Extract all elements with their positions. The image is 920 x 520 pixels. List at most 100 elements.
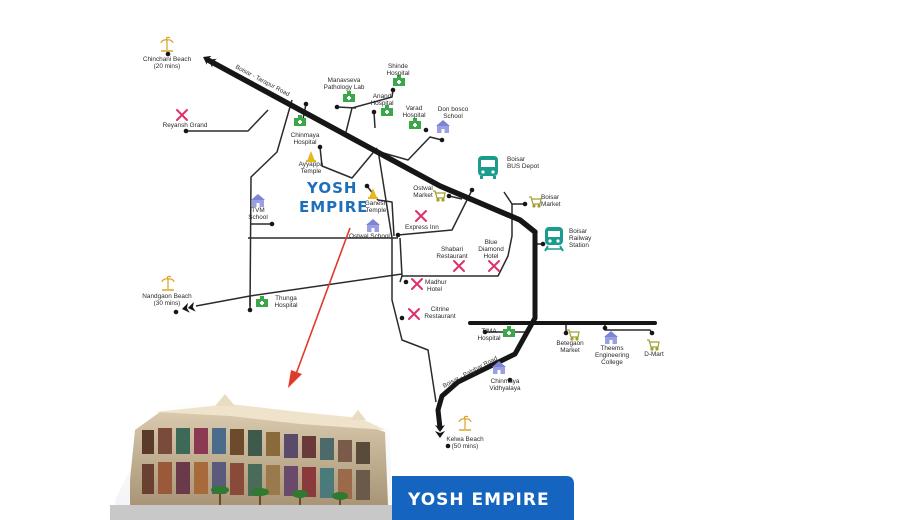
label-railway-2: Railway: [569, 235, 592, 242]
place-labels: Chinchani Beach (20 mins) Reyansh Grand …: [142, 56, 664, 450]
dot-citrine: [399, 315, 405, 321]
label-betegaon-2: Market: [560, 347, 580, 354]
label-theems-3: College: [601, 359, 623, 366]
dot-station: [540, 241, 546, 247]
road-nandgaon: [195, 273, 403, 307]
dot-thunga: [247, 307, 253, 313]
label-theems: Theems: [600, 345, 623, 352]
label-anand-2: Hospital: [370, 100, 393, 107]
school-ostwal-icon: [366, 219, 380, 232]
label-chinmaya-hosp: Chinmaya: [291, 132, 320, 139]
label-blue-diamond-3: Hotel: [484, 253, 499, 260]
hospital-shinde-icon: [393, 75, 405, 86]
temple-ganesh-icon: [368, 188, 378, 199]
palm-trees: [211, 486, 348, 508]
hospital-anand-icon: [381, 105, 393, 116]
label-thunga-2: Hospital: [274, 302, 297, 309]
label-varad-2: Hospital: [402, 112, 425, 119]
label-manavseva: Manavseva: [328, 77, 361, 84]
label-railway-3: Station: [569, 242, 589, 249]
dot-ostwalmkt: [446, 193, 452, 199]
chevron-northwest-icon: [203, 55, 217, 68]
market-boisar-cart-icon: [529, 196, 542, 208]
dot-varad: [423, 127, 429, 133]
restaurant-reyansh-icon: [176, 109, 188, 121]
label-theems-2: Engineering: [595, 352, 630, 359]
label-boisarmkt-2: Market: [541, 201, 561, 208]
dot-reyansh: [183, 128, 189, 134]
label-blue-diamond-2: Diamond: [478, 246, 504, 253]
label-ostwal-school: Ostwal School: [349, 233, 390, 240]
road-boisar-palghar: [435, 315, 538, 431]
label-tvm: TVM: [251, 207, 265, 214]
label-thunga: Thunga: [275, 295, 297, 302]
label-anand: Anand: [373, 93, 392, 100]
label-chinmaya-hosp-2: Hospital: [293, 139, 316, 146]
label-shinde: Shinde: [388, 63, 408, 70]
label-nandgaon: Nandgaon Beach: [142, 293, 192, 300]
label-chinchani: Chinchani Beach: [143, 56, 192, 63]
label-busdepot: Boisar: [507, 156, 526, 163]
label-citrine: Citrine: [431, 306, 450, 313]
restaurant-madhur-icon: [411, 278, 423, 290]
label-chinvid: Chinmaya: [491, 378, 520, 385]
label-nandgaon-2: (30 mins): [154, 300, 181, 307]
road-boisar-mkt: [503, 191, 525, 205]
bus-icon: [478, 156, 498, 179]
restaurant-express-inn-icon: [415, 210, 427, 222]
hospital-manavseva-icon: [343, 91, 355, 102]
building-illustration: [110, 394, 400, 520]
school-donbosco-icon: [436, 120, 450, 133]
dot-boisarmkt: [522, 201, 528, 207]
label-madhur: Madhur: [425, 279, 448, 286]
label-betegaon: Betegaon: [556, 340, 584, 347]
label-ganesh-2: Temple: [366, 207, 387, 214]
label-ganesh: Ganesh: [365, 200, 388, 207]
label-citrine-2: Restaurant: [424, 313, 455, 320]
label-manavseva-2: Pathology Lab: [324, 84, 365, 91]
restaurant-shabari-icon: [453, 260, 465, 272]
label-railway: Boisar: [569, 228, 588, 235]
road-reyansh: [186, 109, 269, 132]
dot-ganesh: [364, 183, 370, 189]
hospital-chinmaya-icon: [294, 115, 306, 126]
road-shabari: [399, 204, 513, 277]
label-ayyappa: Ayyappa: [299, 161, 324, 168]
restaurant-blue-diamond-icon: [488, 260, 500, 272]
school-chinmaya-vidhyalaya-icon: [492, 361, 506, 374]
label-blue-diamond: Blue: [485, 239, 498, 246]
dot-chinchani: [165, 51, 171, 57]
label-shabari: Shabari: [441, 246, 463, 253]
brand-banner: YOSH EMPIRE: [392, 476, 574, 520]
dot-express: [395, 232, 401, 238]
location-pointer-arrow: [288, 227, 351, 388]
dot-chinmaya-hosp: [303, 101, 309, 107]
dot-manavseva: [334, 104, 340, 110]
dot-anand: [371, 109, 377, 115]
school-theems-icon: [604, 331, 618, 344]
label-reyansh: Reyansh Grand: [163, 122, 208, 129]
label-donbosco: Don bosco: [438, 106, 469, 113]
label-chinchani-time: (20 mins): [154, 63, 181, 70]
dot-shinde: [390, 87, 396, 93]
road-anand-link: [373, 111, 376, 129]
beach-nandgaon-icon: [161, 275, 175, 291]
restaurant-citrine-icon: [408, 308, 420, 320]
dot-kelwa: [445, 443, 451, 449]
road-central-long: [377, 149, 437, 403]
label-express-inn: Express Inn: [405, 224, 439, 231]
road-end-chevrons: [182, 55, 445, 438]
building-windows: [142, 428, 370, 500]
road-anand: [345, 89, 394, 133]
hospital-tima-icon: [503, 326, 515, 337]
dot-madhur: [403, 279, 409, 285]
label-dmart: D-Mart: [644, 351, 664, 358]
label-tvm-2: School: [248, 214, 268, 221]
dot-theems: [602, 325, 608, 331]
hospital-varad-icon: [409, 118, 421, 129]
beach-chinchani-icon: [160, 36, 174, 52]
label-tima: TIMA: [481, 328, 497, 335]
label-busdepot-2: BUS Depot: [507, 163, 539, 170]
label-shabari-2: Restaurant: [436, 253, 467, 260]
chevron-south-icon: [435, 425, 445, 438]
